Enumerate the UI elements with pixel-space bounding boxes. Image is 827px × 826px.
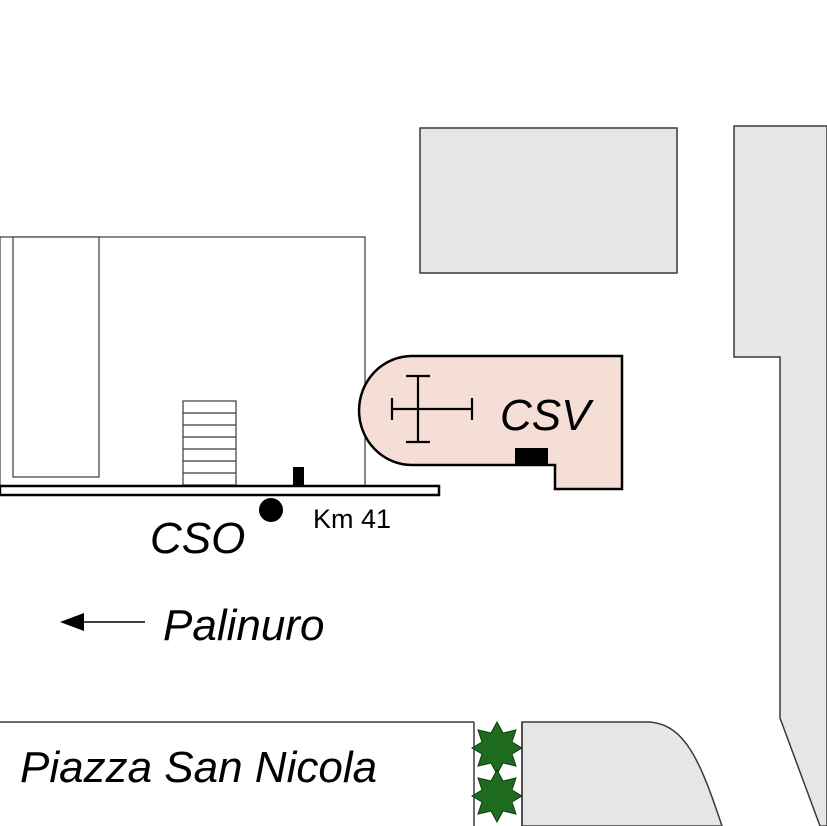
- direction-label: Palinuro: [163, 601, 324, 650]
- church-label: CSV: [500, 391, 594, 440]
- stop-label: CSO: [150, 514, 245, 563]
- tree-icon: [471, 720, 523, 776]
- km-post: [293, 467, 304, 486]
- church-csv: [357, 354, 624, 491]
- stairs: [182, 400, 237, 486]
- building-left-inner: [12, 236, 100, 478]
- km-label: Km 41: [313, 504, 391, 534]
- tree-icon: [471, 768, 523, 824]
- building-block-top: [419, 127, 678, 274]
- church-entrance: [515, 448, 548, 465]
- stop-dot-icon: [259, 498, 283, 522]
- road-edge: [0, 484, 441, 497]
- building-block-right: [733, 125, 827, 826]
- square-label: Piazza San Nicola: [20, 743, 377, 792]
- arrow-left-icon: [60, 613, 145, 631]
- square-block: [521, 721, 723, 826]
- cross-icon: [390, 374, 474, 444]
